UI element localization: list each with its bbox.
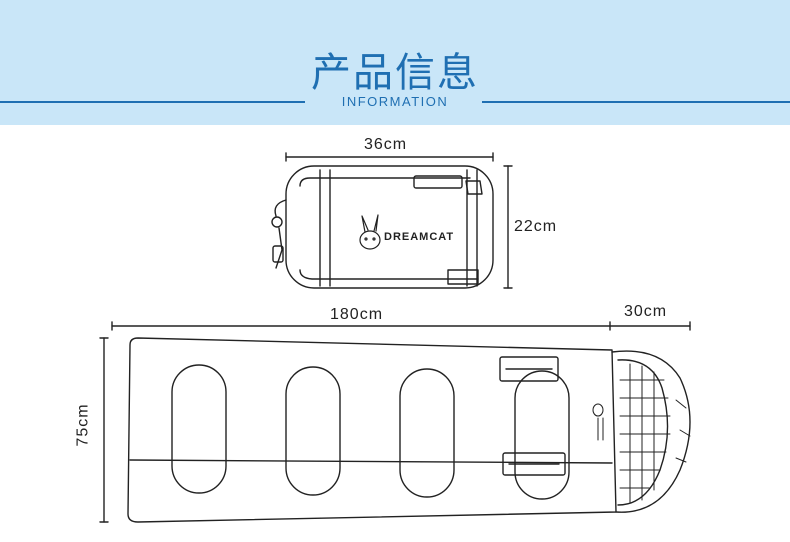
bag-length-label: 180cm — [330, 306, 384, 323]
sleeping-bag-drawing — [127, 337, 691, 523]
header-banner: 产品信息 INFORMATION — [0, 0, 790, 125]
page-subtitle: INFORMATION — [341, 94, 449, 109]
stuff-sack-drawing — [271, 165, 494, 289]
bag-width-label: 36cm — [364, 136, 408, 153]
hood-mesh — [619, 363, 671, 504]
divider-right — [482, 101, 790, 103]
width-dimension-line — [285, 152, 494, 162]
rabbit-logo-icon — [359, 214, 381, 250]
body-width-label: 75cm — [74, 403, 92, 447]
divider-left — [0, 101, 305, 103]
hood-length-label: 30cm — [624, 303, 668, 320]
logo-text: DREAMCAT — [384, 231, 455, 243]
hood-dimension-line — [609, 321, 691, 331]
bag-height-label: 22cm — [514, 218, 558, 235]
body-width-dimension-line — [99, 337, 109, 523]
bag-logo-icon — [592, 403, 604, 441]
page-title: 产品信息 — [311, 50, 479, 96]
height-dimension-line — [503, 165, 513, 289]
